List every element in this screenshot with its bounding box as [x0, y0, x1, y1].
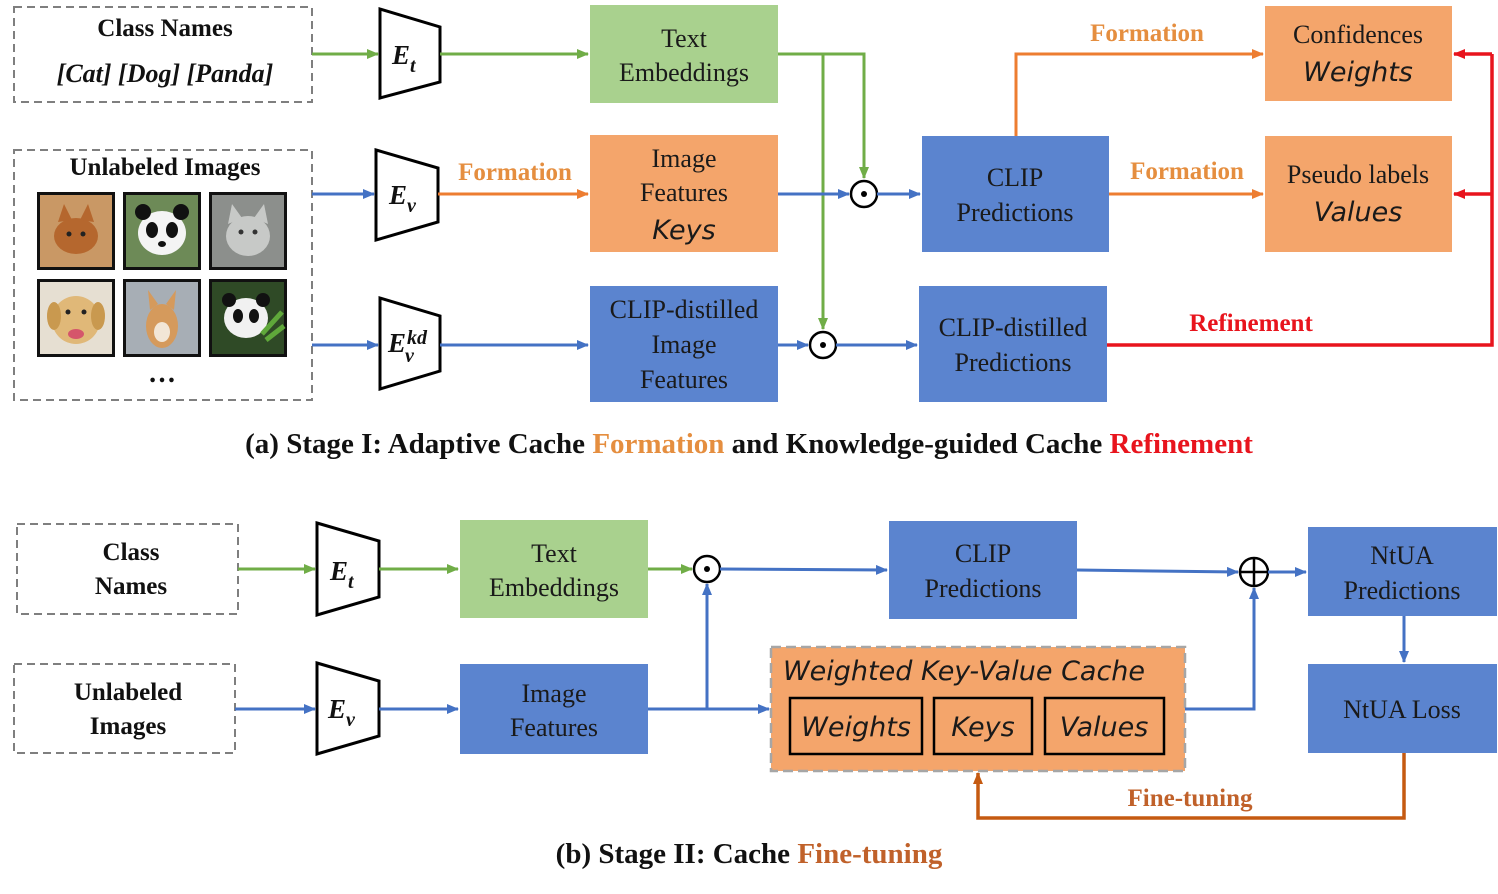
distilled-features-label-1: CLIP-distilled [610, 295, 759, 324]
image-encoder-e-v: Ev [374, 148, 440, 242]
thumbnail-gray-cat [209, 192, 287, 270]
pseudo-labels-label: Pseudo labels [1287, 160, 1429, 189]
svg-text:Ev: Ev [327, 694, 356, 731]
text-embeddings-label-2: Embeddings [619, 58, 749, 87]
thumbnail-panda-bamboo [209, 279, 287, 357]
distilled-image-features-box [590, 286, 778, 402]
weights-label: Weights [1303, 57, 1413, 88]
stage2-unlabeled-label-2: Images [90, 713, 167, 740]
svg-text:Et: Et [329, 556, 355, 593]
ntua-loss-box [1308, 664, 1497, 753]
text-embeddings-label: Text [661, 24, 708, 53]
thumbnail-cat [37, 192, 115, 270]
weighted-kv-cache-title: Weighted Key-Value Cache [783, 656, 1145, 687]
refinement-label: Refinement [1189, 310, 1313, 337]
formation-label-weights: Formation [1090, 20, 1204, 47]
dot-product-center-1 [861, 191, 867, 197]
confidences-weights-box [1265, 6, 1452, 101]
distilled-predictions-box [919, 286, 1107, 402]
thumbnail-panda [123, 192, 201, 270]
caption-stage1: (a) Stage I: Adaptive Cache Formation an… [0, 428, 1498, 461]
caption-a-formation: Formation [592, 428, 725, 460]
stage2-image-encoder: Ev [315, 661, 381, 756]
stage2-clip-pred-label-1: CLIP [955, 539, 1011, 568]
image-features-keys-label: Keys [652, 215, 715, 246]
stage2-clip-predictions-box [889, 521, 1077, 619]
ntua-pred-label-1: NtUA [1370, 541, 1434, 570]
cache-weights-label: Weights [801, 712, 911, 743]
clip-predictions-label-2: Predictions [957, 198, 1074, 227]
text-encoder-e-t: Et [378, 6, 442, 100]
finetune-label: Fine-tuning [1127, 785, 1253, 812]
ntua-loss-label: NtUA Loss [1343, 695, 1461, 724]
formation-label-keys: Formation [458, 159, 572, 186]
stage1-group: Class Names [Cat] [Dog] [Panda] Unlabele… [13, 5, 1494, 402]
svg-text:Et: Et [391, 40, 417, 77]
class-names-title: Class Names [97, 15, 233, 42]
ntua-pred-label-2: Predictions [1344, 576, 1461, 605]
cache-values-label: Values [1060, 712, 1149, 743]
stage2-image-feat-label-2: Features [510, 713, 598, 742]
s2-dot-product-center [704, 566, 710, 572]
svg-text:kd: kd [407, 327, 428, 349]
distilled-encoder-e-v-kd: E kd v [378, 295, 442, 392]
text-embeddings-box [590, 5, 778, 103]
stage2-text-emb-label-2: Embeddings [489, 573, 619, 602]
stage2-unlabeled-images-box [13, 663, 236, 754]
confidences-label: Confidences [1293, 20, 1423, 49]
stage2-image-features-box [460, 664, 648, 754]
cache-values-cell [1043, 696, 1166, 756]
ntua-predictions-box [1308, 527, 1497, 616]
arrow-text-emb-to-dot1 [778, 52, 869, 179]
svg-text:v: v [405, 345, 415, 367]
stage2-text-encoder: Et [315, 521, 381, 617]
unlabeled-images-box [13, 149, 313, 401]
stage2-class-label-1: Class [103, 539, 160, 566]
finetune-feedback-line [973, 753, 1406, 820]
svg-text:Ev: Ev [388, 180, 417, 217]
arrow-clip-pred-to-confidences [1014, 49, 1264, 136]
distilled-predictions-label-2: Predictions [955, 348, 1072, 377]
caption-a-refinement: Refinement [1109, 428, 1253, 460]
cache-keys-cell [932, 696, 1034, 756]
unlabeled-images-ellipsis: … [148, 358, 176, 389]
s2-arrow-cache-to-plus [1185, 587, 1259, 711]
dot-product-center-2 [820, 342, 826, 348]
cache-weights-cell [788, 696, 924, 756]
distilled-features-label-3: Features [640, 365, 728, 394]
thumbnail-dog [37, 279, 115, 357]
s2-arrow-dot-to-clip-pred [719, 564, 888, 575]
image-features-keys-box [590, 135, 778, 252]
stage2-class-names-box [16, 523, 239, 615]
stage2-class-label-2: Names [95, 573, 167, 600]
unlabeled-images-title: Unlabeled Images [70, 154, 261, 181]
formation-label-values: Formation [1130, 158, 1244, 185]
stage2-unlabeled-label-1: Unlabeled [74, 679, 182, 706]
stage2-group: Class Names Unlabeled Images Et Ev Text … [13, 520, 1497, 820]
caption-stage2: (b) Stage II: Cache Fine-tuning [0, 838, 1498, 871]
caption-b-finetune: Fine-tuning [797, 838, 943, 870]
values-label: Values [1314, 197, 1403, 228]
cache-keys-label: Keys [951, 712, 1014, 743]
stage2-text-embeddings-box [460, 520, 648, 618]
caption-a-middle: and Knowledge-guided Cache [724, 428, 1110, 460]
s2-arrow-clip-pred-to-plus [1076, 566, 1239, 577]
image-features-label-2: Features [640, 178, 728, 207]
distilled-features-label-2: Image [652, 330, 717, 359]
stage2-text-emb-label-1: Text [531, 539, 578, 568]
refinement-line [1107, 54, 1494, 347]
stage2-clip-pred-label-2: Predictions [925, 574, 1042, 603]
stage2-image-feat-label-1: Image [522, 679, 587, 708]
image-features-label-1: Image [652, 144, 717, 173]
pseudo-labels-values-box [1265, 136, 1452, 252]
class-names-list: [Cat] [Dog] [Panda] [57, 59, 274, 88]
svg-text:E: E [387, 328, 406, 358]
caption-a-prefix: (a) Stage I: Adaptive Cache [245, 428, 593, 460]
clip-predictions-label-1: CLIP [987, 163, 1043, 192]
distilled-predictions-label-1: CLIP-distilled [939, 313, 1088, 342]
thumbnail-corgi [123, 279, 201, 357]
caption-b-prefix: (b) Stage II: Cache [555, 838, 798, 870]
clip-predictions-box [922, 136, 1109, 252]
